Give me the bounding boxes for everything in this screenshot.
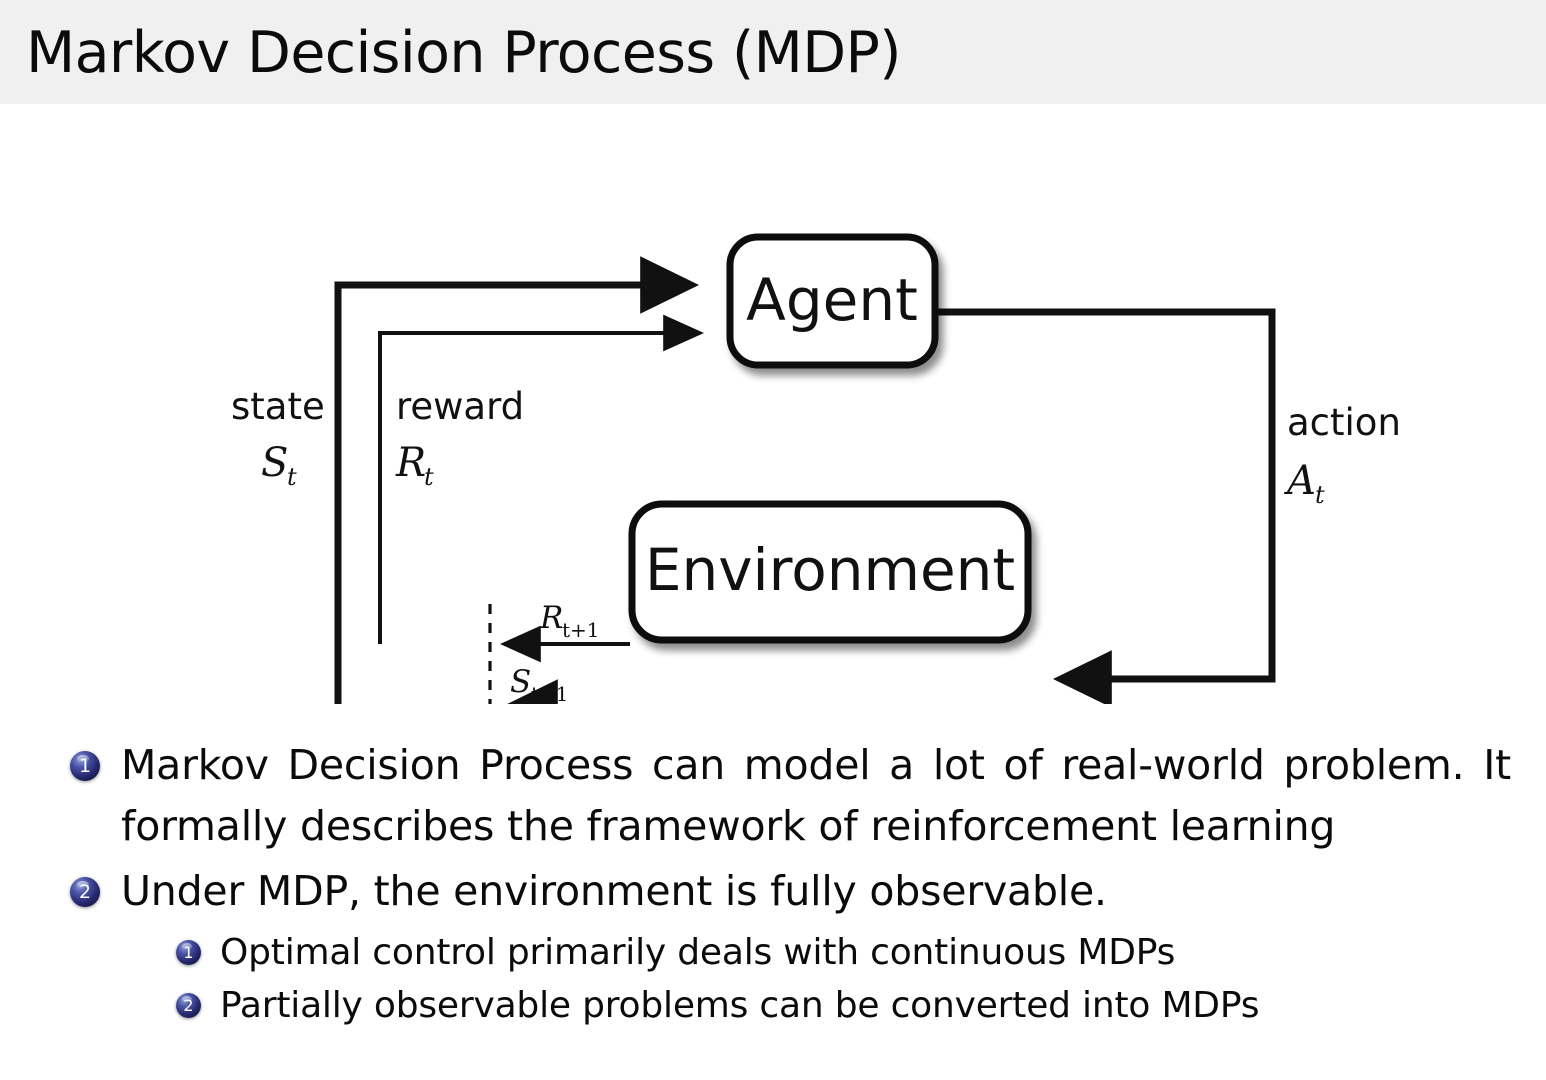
bullet-badge-number: 2 (78, 881, 92, 903)
reward-label-symbol-subscript: t (424, 463, 434, 491)
sub-bullet-badge-number: 2 (183, 996, 194, 1015)
reward-label-symbol: R (395, 440, 426, 486)
action-label-symbol: A (1283, 458, 1316, 504)
next-state-label: S t+1 (510, 664, 569, 704)
mdp-agent-environment-diagram: Agent Environment state S t reward R t a… (0, 104, 1546, 704)
action-label-symbol-subscript: t (1315, 481, 1325, 509)
sub-bullet-text: Partially observable problems can be con… (220, 985, 1260, 1026)
slide-header-bar: Markov Decision Process (MDP) (0, 0, 1546, 104)
agent-box: Agent (726, 233, 939, 369)
agent-box-label: Agent (746, 266, 918, 334)
reward-label: reward R t (395, 385, 524, 491)
environment-box-label: Environment (645, 536, 1015, 604)
state-label-symbol: S (261, 440, 288, 486)
page-title: Markov Decision Process (MDP) (26, 20, 902, 86)
bullet-badge-2: 2 (70, 877, 100, 907)
next-reward-symbol: R (539, 600, 563, 636)
next-state-subscript: t+1 (531, 682, 569, 704)
sub-bullet-badge-1: 1 (176, 940, 201, 965)
sub-bullet-text: Optimal control primarily deals with con… (220, 932, 1176, 973)
bullet-badge-number: 1 (78, 755, 92, 777)
environment-box: Environment (628, 500, 1032, 644)
list-item-sub: 2 Partially observable problems can be c… (0, 979, 1546, 1032)
bullet-text: Under MDP, the environment is fully obse… (121, 867, 1107, 915)
action-label-word: action (1287, 401, 1401, 444)
action-label: action A t (1283, 401, 1401, 509)
bullet-list: 1 Markov Decision Process can model a lo… (0, 735, 1546, 1032)
list-item: 1 Markov Decision Process can model a lo… (0, 735, 1546, 857)
action-path (934, 308, 1276, 704)
bullet-text: Markov Decision Process can model a lot … (121, 741, 1511, 850)
state-label-word: state (231, 385, 325, 428)
next-reward-label: R t+1 (539, 600, 600, 642)
reward-feedback-path (378, 314, 705, 644)
next-state-symbol: S (510, 664, 531, 700)
next-reward-subscript: t+1 (562, 618, 600, 642)
sub-bullet-badge-number: 1 (183, 943, 194, 962)
sub-bullet-badge-2: 2 (176, 993, 201, 1018)
reward-label-word: reward (396, 385, 524, 428)
state-label-symbol-subscript: t (287, 463, 297, 491)
list-item: 2 Under MDP, the environment is fully ob… (0, 861, 1546, 922)
list-item-sub: 1 Optimal control primarily deals with c… (0, 926, 1546, 979)
state-label: state S t (231, 385, 325, 491)
bullet-badge-1: 1 (70, 751, 100, 781)
state-feedback-path (334, 256, 699, 704)
